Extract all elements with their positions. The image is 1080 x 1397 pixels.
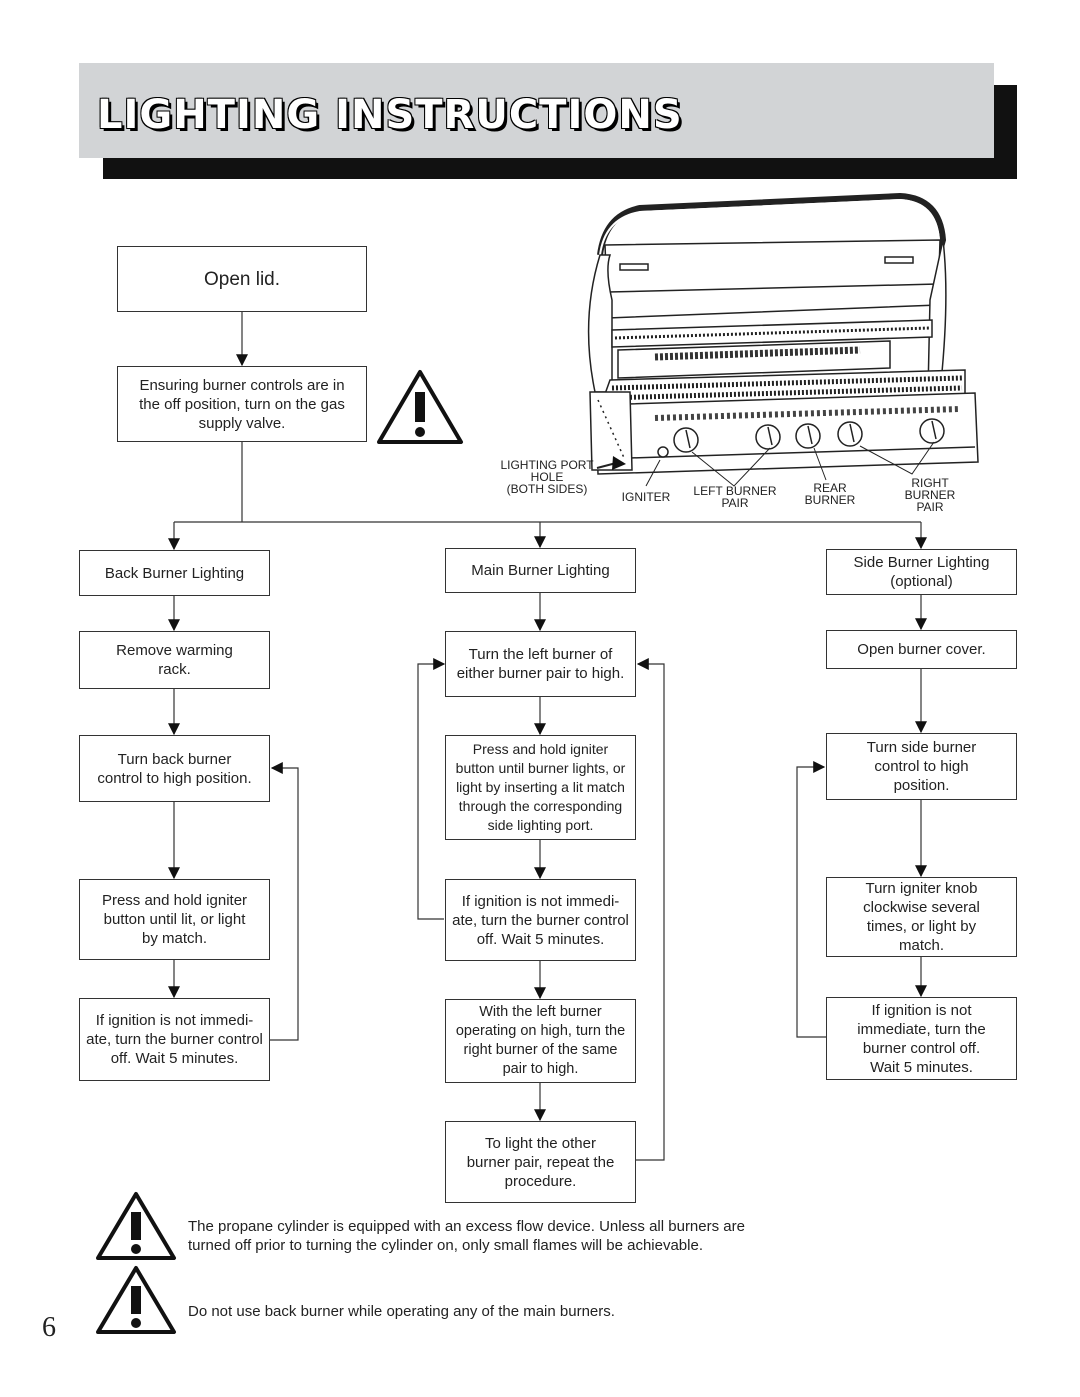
- side-step-wait: If ignition is not immediate, turn the b…: [826, 997, 1017, 1080]
- label-left-burner-pair: LEFT BURNER PAIR: [693, 484, 777, 510]
- label-right-burner-pair: RIGHT BURNER PAIR: [904, 476, 956, 514]
- back-burner-title: Back Burner Lighting: [79, 550, 270, 596]
- main-step-right-high: With the left burner operating on high, …: [445, 999, 636, 1083]
- label-igniter: IGNITER: [621, 490, 671, 504]
- back-step-igniter: Press and hold igniter button until lit,…: [79, 879, 270, 960]
- main-step-igniter: Press and hold igniter button until burn…: [445, 735, 636, 840]
- lighting-port-arrow: [612, 456, 626, 470]
- side-step-open-cover: Open burner cover.: [826, 630, 1017, 669]
- label-rear-burner: REAR BURNER: [804, 481, 856, 507]
- grill-illustration: [587, 192, 979, 487]
- open-lid-step: Open lid.: [117, 246, 367, 312]
- main-burner-title: Main Burner Lighting: [445, 548, 636, 593]
- side-step-igniter: Turn igniter knob clockwise several time…: [826, 877, 1017, 957]
- side-step-turn-high: Turn side burner control to high positio…: [826, 733, 1017, 800]
- page-number: 6: [42, 1312, 56, 1343]
- main-step-wait: If ignition is not immedi- ate, turn the…: [445, 879, 636, 961]
- main-step-left-high: Turn the left burner of either burner pa…: [445, 631, 636, 697]
- propane-warning-text: The propane cylinder is equipped with an…: [188, 1218, 745, 1254]
- warning-icon: [96, 1192, 176, 1260]
- back-step-wait: If ignition is not immedi- ate, turn the…: [79, 998, 270, 1081]
- back-step-remove-rack: Remove warming rack.: [79, 631, 270, 689]
- back-step-turn-high: Turn back burner control to high positio…: [79, 735, 270, 802]
- label-lighting-port: LIGHTING PORT HOLE (BOTH SIDES): [500, 458, 594, 496]
- side-burner-title: Side Burner Lighting (optional): [826, 549, 1017, 595]
- ensure-controls-step: Ensuring burner controls are in the off …: [117, 366, 367, 442]
- warning-icon: [96, 1266, 176, 1334]
- back-burner-warning-text: Do not use back burner while operating a…: [188, 1303, 615, 1320]
- header-banner: [79, 63, 994, 158]
- page-title: LIGHTING INSTRUCTIONS: [97, 92, 683, 138]
- main-step-repeat: To light the other burner pair, repeat t…: [445, 1121, 636, 1203]
- warning-icon: [377, 370, 463, 444]
